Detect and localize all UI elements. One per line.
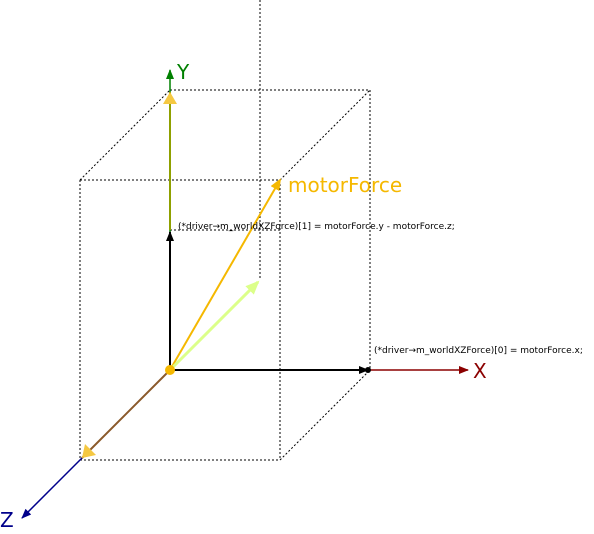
motor-force-vector — [169, 178, 282, 371]
z-overlay-segment — [81, 369, 171, 459]
dotted-box — [79, 0, 371, 461]
y-component-formula: (*driver→m_worldXZForce)[1] = motorForce… — [178, 222, 455, 232]
box-edge — [79, 89, 171, 181]
z-overlay-arrowhead — [82, 444, 96, 458]
z-axis-label: Z — [0, 508, 14, 532]
box-edge — [279, 89, 371, 181]
x-axis-label: X — [473, 359, 487, 383]
x-component-formula: (*driver→m_worldXZForce)[0] = motorForce… — [374, 346, 583, 356]
y-axis-label: Y — [176, 60, 190, 84]
y-overlay-arrowhead — [163, 92, 177, 104]
box-edge — [279, 369, 371, 461]
origin-point — [165, 365, 175, 375]
projection-vector — [168, 280, 260, 372]
motor-force-label: motorForce — [288, 173, 402, 197]
x-component-end-dot — [365, 367, 371, 373]
